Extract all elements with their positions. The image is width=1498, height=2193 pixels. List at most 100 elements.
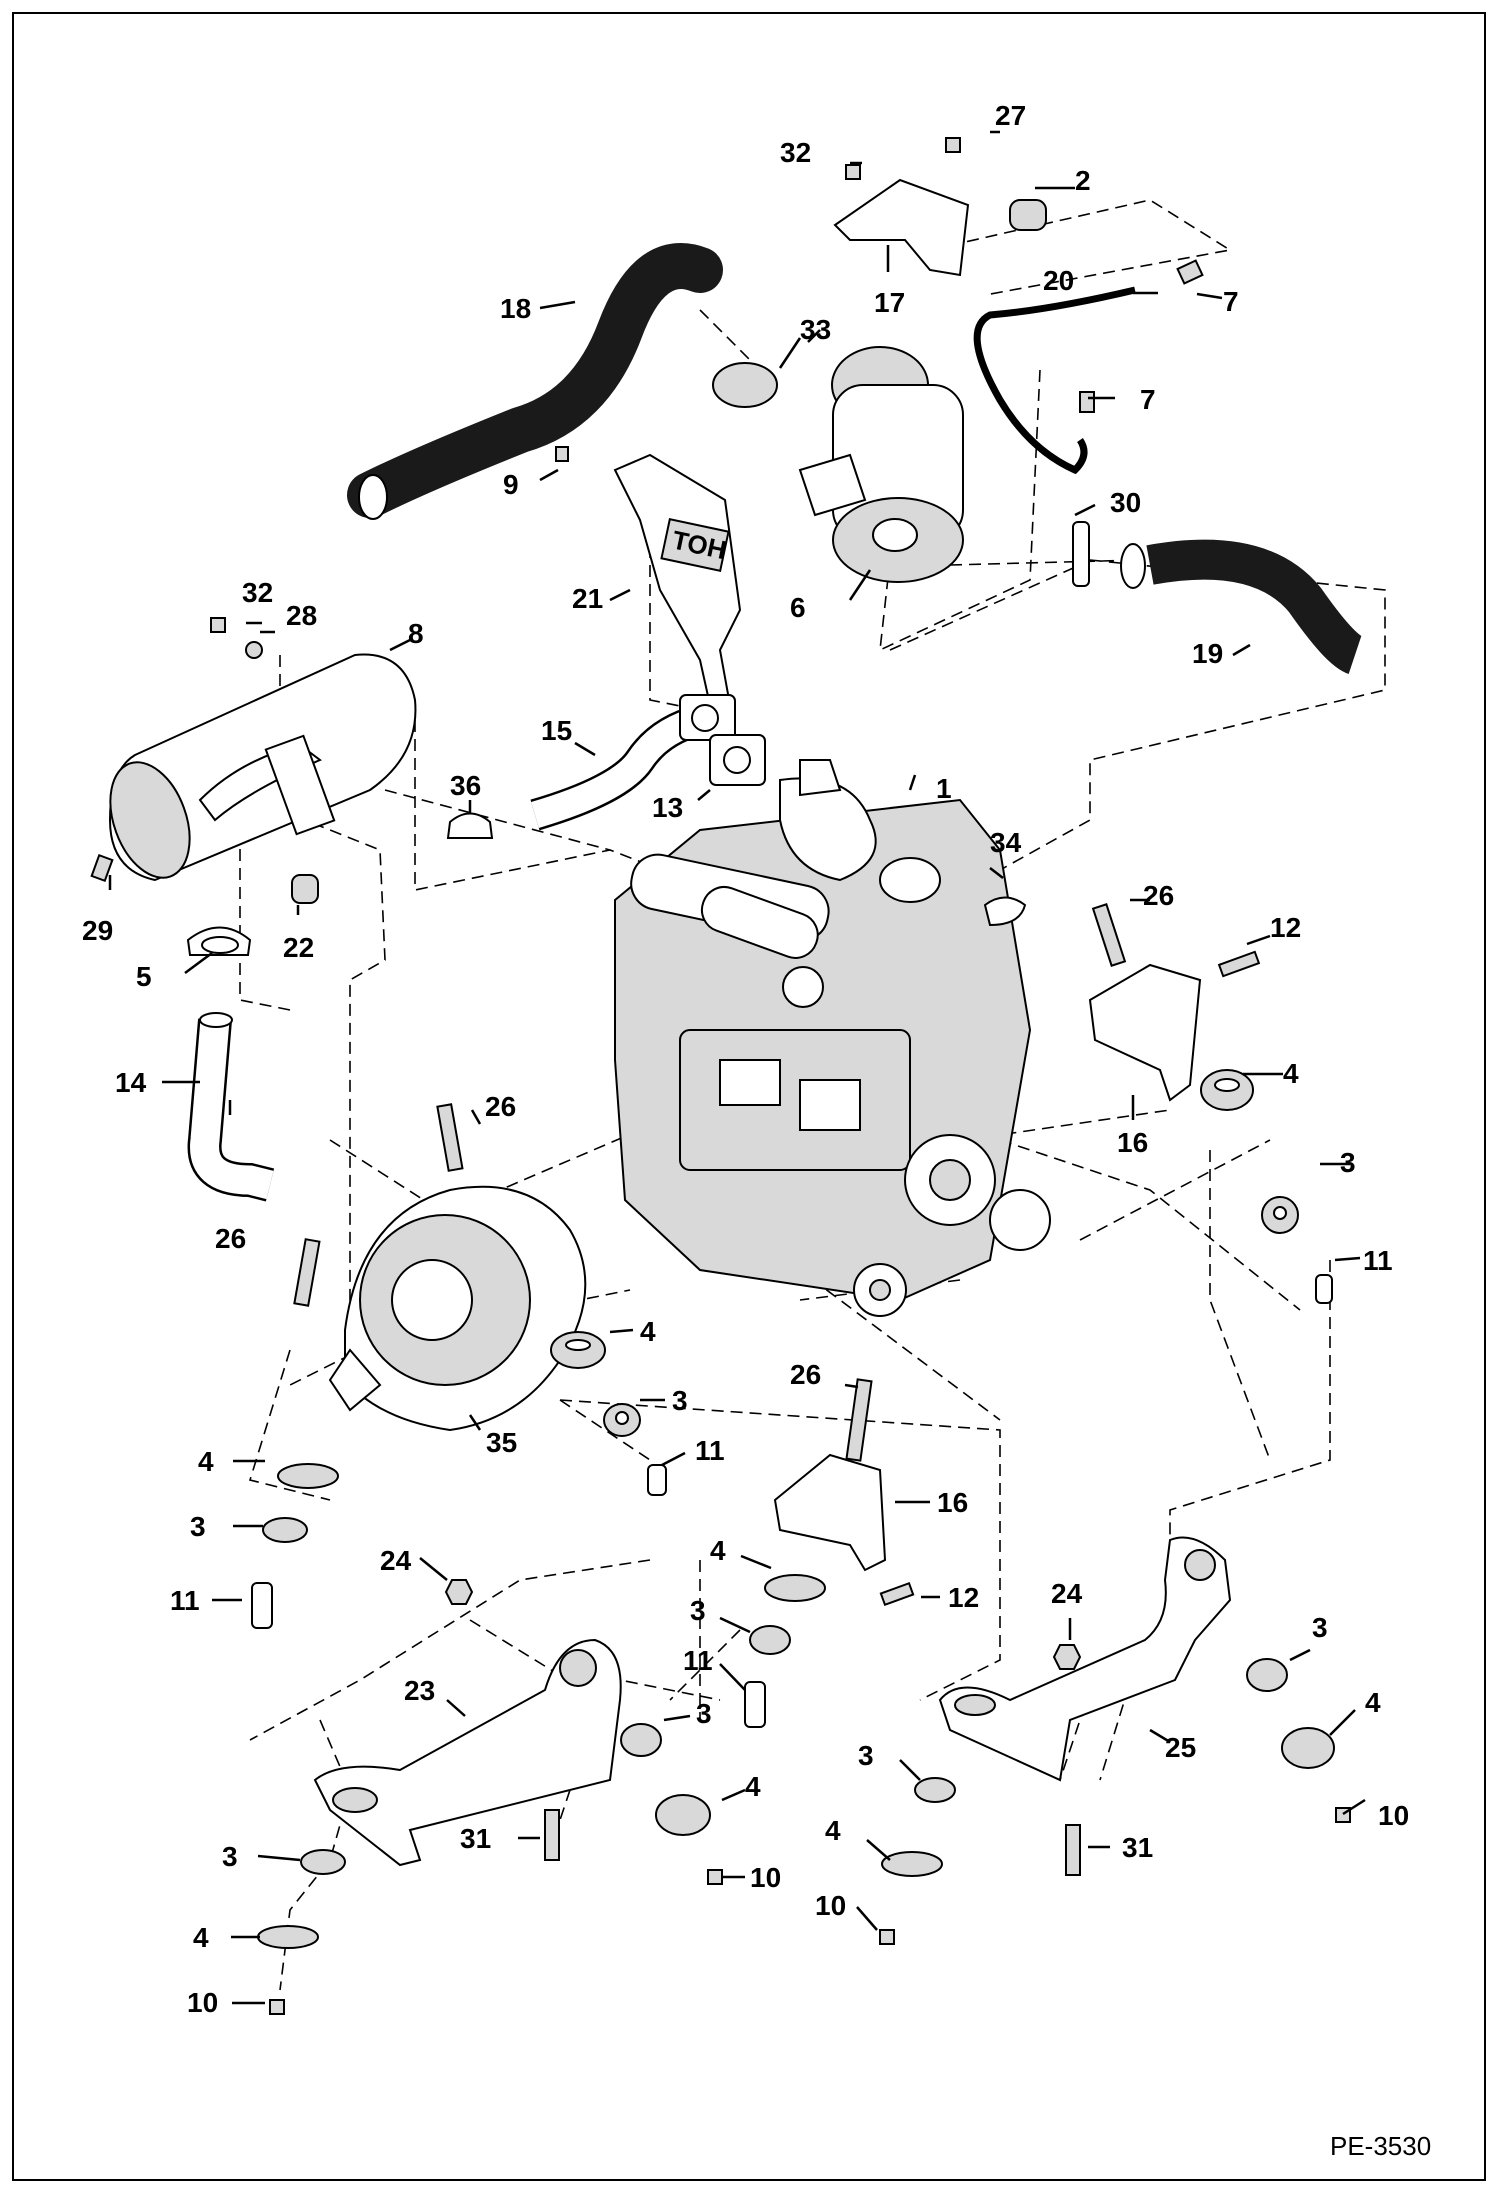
callout-3-lower-right: 3 (1312, 1612, 1328, 1643)
callout-3-lower-right-center: 3 (858, 1740, 874, 1771)
callout-4-lower-mid: 4 (745, 1771, 761, 1802)
mount-3-left (262, 1517, 308, 1543)
mount-4-lower-left (257, 1925, 319, 1949)
callout-11: 11 (1363, 1245, 1393, 1276)
fitting-7-upper (1176, 259, 1204, 285)
sleeve-11-mid (647, 1464, 667, 1496)
callout-20: 20 (1043, 265, 1074, 296)
clamp-36 (446, 812, 494, 839)
callout-4-mid: 4 (640, 1316, 656, 1347)
screw-12-center (879, 1581, 915, 1607)
callout-21: 21 (572, 583, 603, 614)
screw-27 (945, 137, 961, 153)
screw-29 (90, 853, 114, 883)
clamp-34 (983, 896, 1027, 927)
callout-36: 36 (450, 770, 481, 801)
callout-4-center: 4 (710, 1535, 726, 1566)
callout-7: 7 (1223, 286, 1239, 317)
callout-25: 25 (1165, 1732, 1196, 1763)
screw-26-housing-left (293, 1238, 321, 1307)
callout-4: 4 (1283, 1058, 1299, 1089)
callout-3-lower-left: 3 (222, 1841, 238, 1872)
decal-toh (660, 518, 730, 572)
diagram-frame (12, 12, 1486, 2181)
sleeve-11-left (251, 1582, 273, 1629)
parts: TOH (90, 137, 1364, 2015)
grommet-2 (1009, 199, 1047, 231)
mount-3-lower-right (1246, 1658, 1288, 1692)
callout-4-left: 4 (198, 1446, 214, 1477)
nut-24-left (444, 1579, 474, 1605)
nut-10-lower-left (269, 1999, 285, 2015)
mount-4-lower-right-center (881, 1851, 943, 1877)
callout-12-center: 12 (948, 1582, 979, 1613)
callout-4-lower-left: 4 (193, 1922, 209, 1953)
callout-17: 17 (874, 287, 905, 318)
callout-10-lower-mid: 10 (750, 1862, 781, 1893)
callout-24: 24 (380, 1545, 412, 1576)
nut-24-right (1052, 1644, 1082, 1670)
heat-shield-21 (613, 453, 742, 706)
callout-16: 16 (1117, 1127, 1148, 1158)
callout-34: 34 (990, 827, 1022, 858)
screw-26-right (1091, 903, 1127, 967)
callout-16-center: 16 (937, 1487, 968, 1518)
callout-11-center: 11 (683, 1645, 713, 1676)
callout-32: 32 (780, 137, 811, 168)
washer-28 (245, 641, 263, 659)
nut-10-lower-mid (707, 1869, 723, 1885)
engine-1 (614, 759, 1051, 1317)
callout-33: 33 (800, 314, 831, 345)
callout-31b: 31 (1122, 1832, 1153, 1863)
air-cleaner-6 (798, 346, 964, 583)
mount-4-left (277, 1463, 339, 1489)
mount-4-center (764, 1574, 826, 1602)
callout-28: 28 (286, 600, 317, 631)
callout-7b: 7 (1140, 384, 1156, 415)
callout-19: 19 (1192, 638, 1223, 669)
mount-bracket-23 (313, 1638, 622, 1867)
callout-26: 26 (1143, 880, 1174, 911)
callout-35: 35 (486, 1427, 517, 1458)
callout-26c: 26 (215, 1223, 246, 1254)
callout-5: 5 (136, 961, 152, 992)
leader-lines (108, 130, 1366, 2005)
callout-24b: 24 (1051, 1578, 1083, 1609)
callout-3-center: 3 (690, 1595, 706, 1626)
bracket-17 (833, 178, 970, 277)
exhaust-pipe-15-inner (531, 706, 704, 828)
mount-4-lower-mid (655, 1794, 711, 1836)
screw-26-housing-top (436, 1103, 464, 1172)
callout-32b: 32 (242, 577, 273, 608)
callout-10-lower-right-center: 10 (815, 1890, 846, 1921)
callout-2: 2 (1075, 165, 1091, 196)
callout-27: 27 (995, 100, 1026, 131)
callout-10: 10 (1378, 1800, 1409, 1831)
callout-15: 15 (541, 715, 572, 746)
callout-labels: 1 2 3 4 5 6 7 7 8 9 10 11 12 13 14 15 16… (82, 100, 1431, 2161)
callout-3-lower-mid: 3 (696, 1698, 712, 1729)
fitting-7-lower (1079, 391, 1095, 413)
hose-20 (973, 286, 1136, 475)
bracket-16-right (1088, 963, 1202, 1102)
callout-22: 22 (283, 932, 314, 963)
callout-8: 8 (408, 618, 424, 649)
hose-19 (1146, 539, 1364, 674)
callout-29: 29 (82, 915, 113, 946)
callout-11-mid: 11 (695, 1435, 725, 1466)
callout-6: 6 (790, 592, 806, 623)
page-code: PE-3530 (1330, 2131, 1431, 2161)
callout-11-left: 11 (170, 1585, 200, 1616)
screw-9 (555, 446, 569, 462)
pin-30 (1072, 521, 1090, 587)
callout-31: 31 (460, 1823, 491, 1854)
callout-26d: 26 (790, 1359, 821, 1390)
mount-3-lower-right-center (914, 1777, 956, 1803)
screw-32-left (210, 617, 226, 633)
callout-30: 30 (1110, 487, 1141, 518)
bolt-31-right (1065, 1824, 1081, 1876)
muffler-8 (108, 653, 417, 882)
screw-12-right (1217, 950, 1261, 978)
screw-32-top (845, 164, 861, 180)
tail-pipe-14-inner (190, 1018, 274, 1200)
